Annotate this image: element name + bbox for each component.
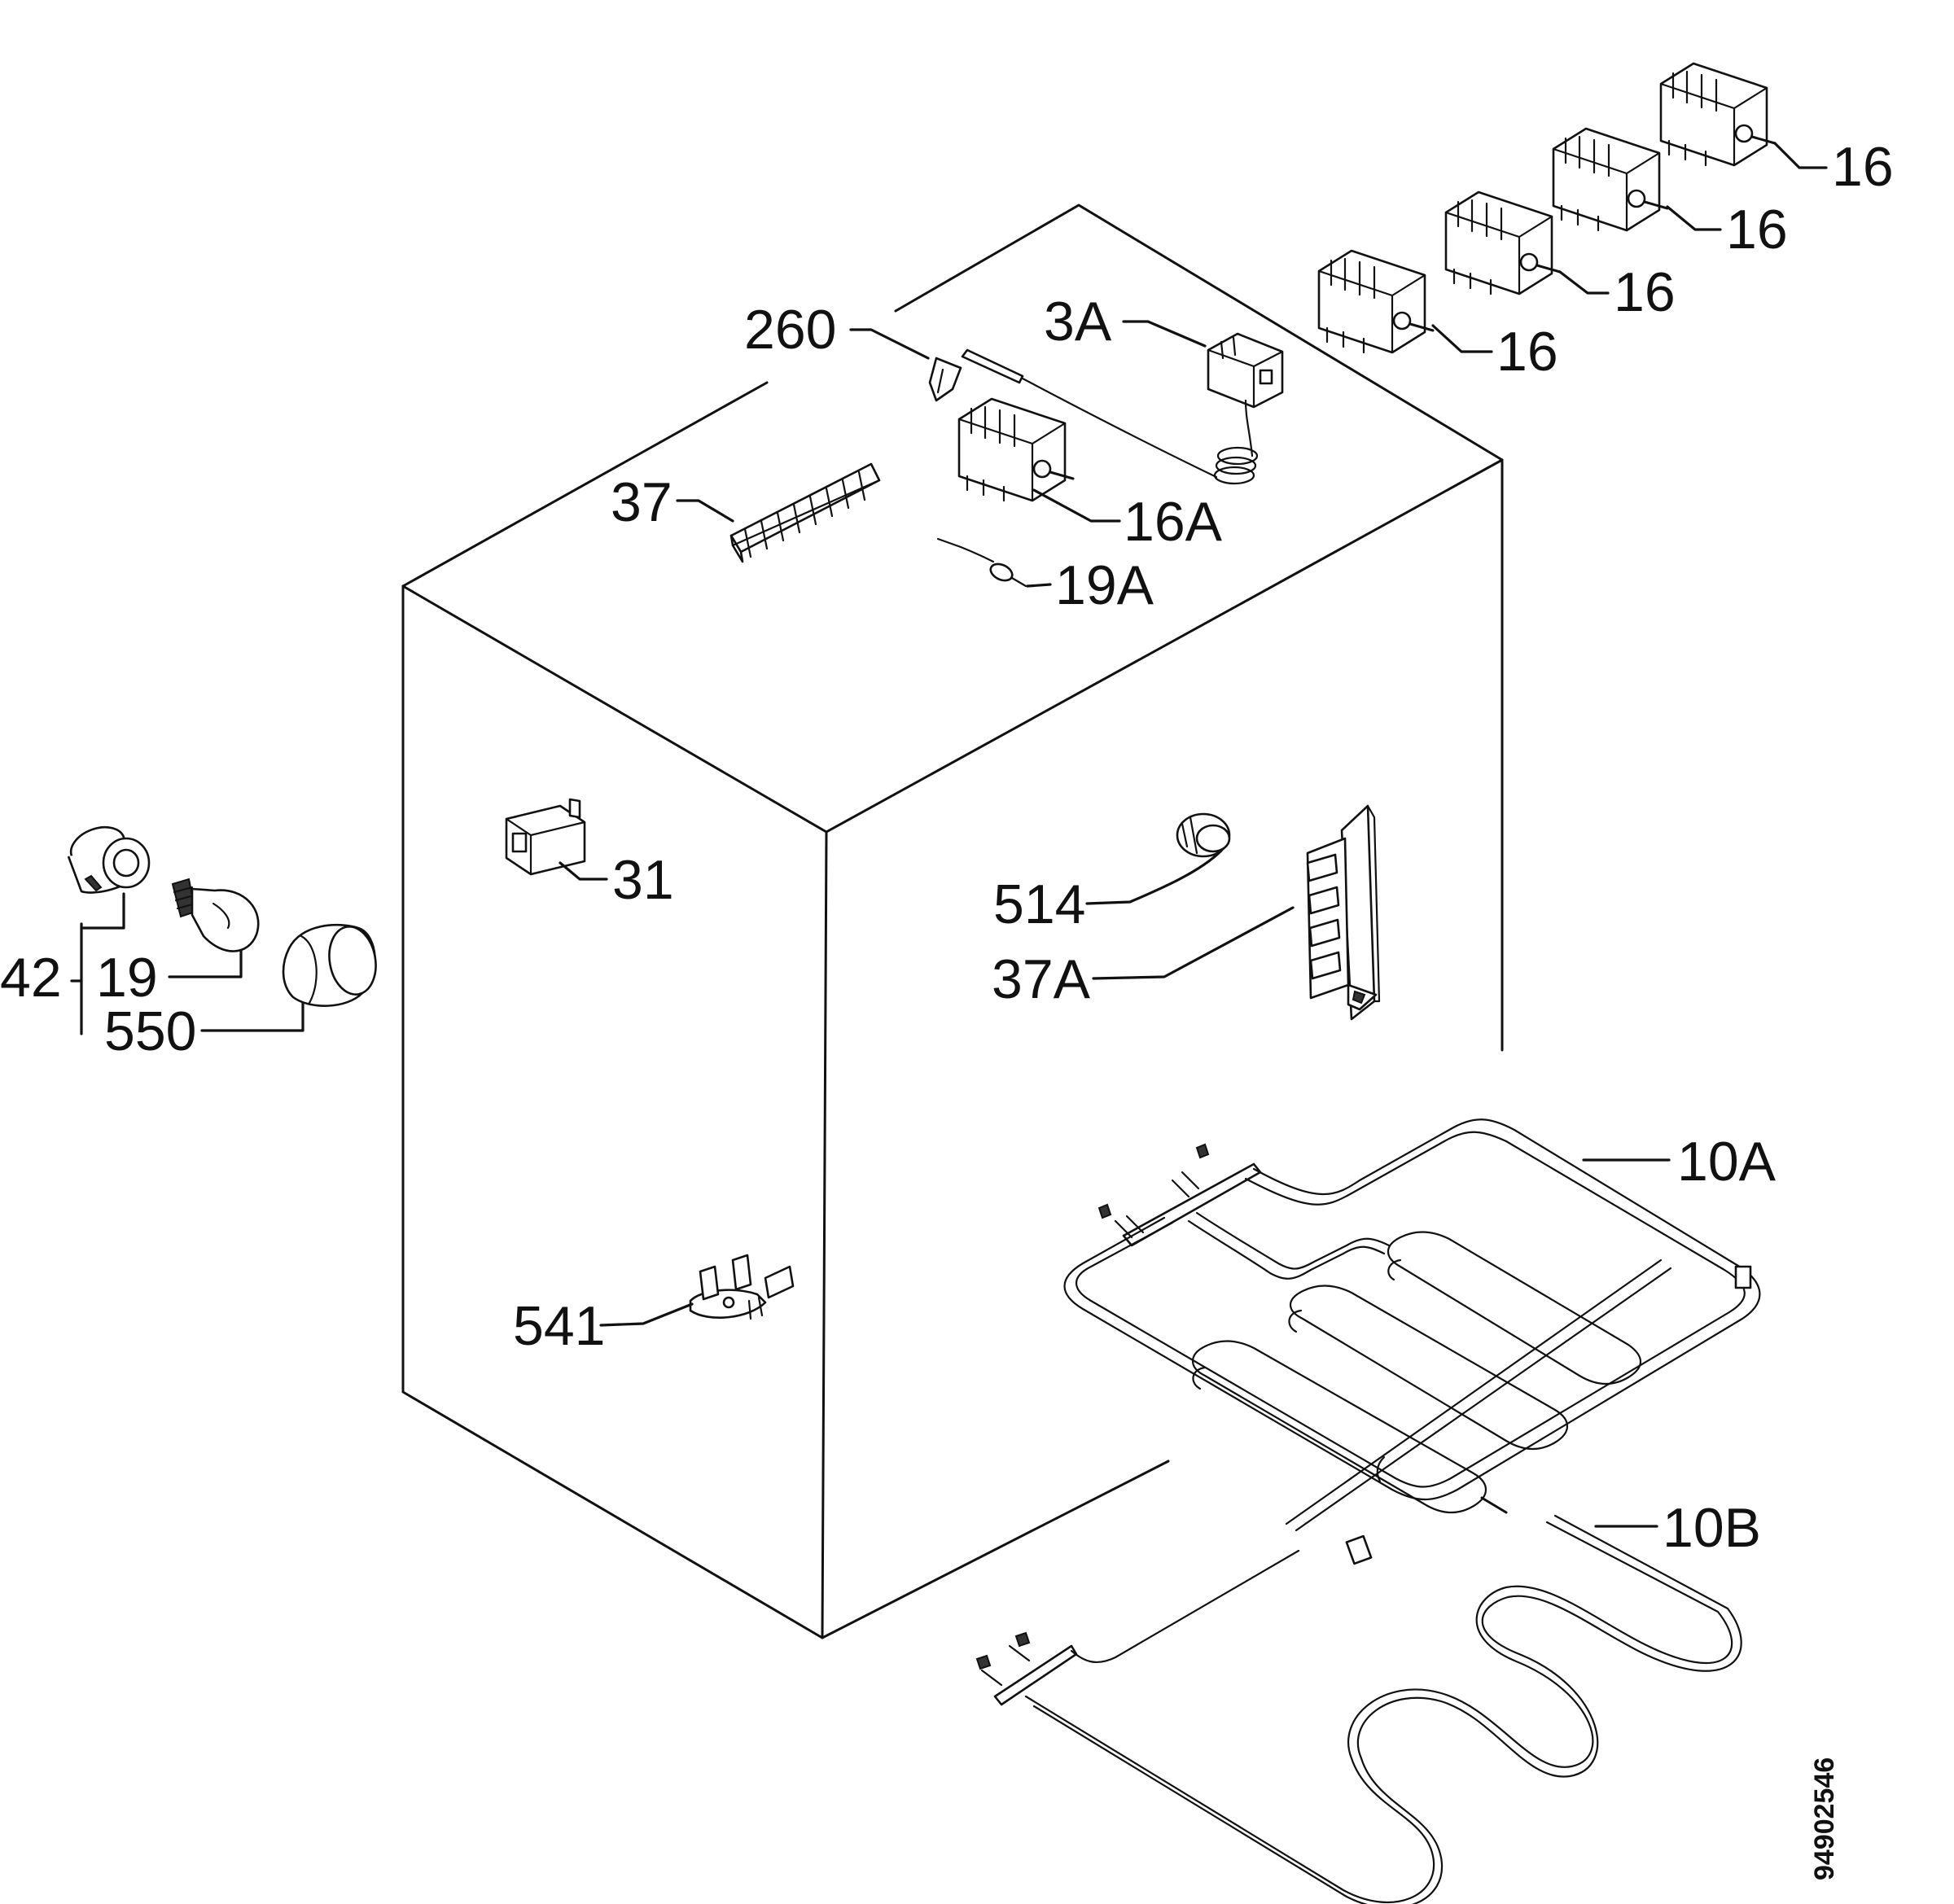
label-16-third: 16 <box>1614 261 1676 323</box>
label-16-fourth: 16 <box>1496 321 1558 383</box>
label-16a: 16A <box>1124 491 1223 553</box>
label-550: 550 <box>104 1000 196 1062</box>
lamp-cover-550 <box>282 923 377 1007</box>
thermal-fuse-19a <box>936 537 1027 588</box>
grommet-514 <box>1176 812 1231 858</box>
oven-cabinet <box>401 204 1504 1639</box>
thermal-probe-260 <box>928 348 1024 402</box>
terminal-block-37a <box>1306 804 1381 1021</box>
selector-switch-16-fourth <box>1317 249 1435 354</box>
label-16-top: 16 <box>1832 136 1894 198</box>
label-37a: 37A <box>992 948 1091 1010</box>
selector-switch-16-top <box>1659 62 1777 167</box>
heating-element-10b <box>975 1514 1742 1904</box>
label-10a: 10A <box>1677 1131 1777 1193</box>
selector-switch-16a <box>957 397 1075 502</box>
label-37: 37 <box>611 471 673 533</box>
label-42: 42 <box>0 947 62 1009</box>
label-19a: 19A <box>1055 554 1154 616</box>
door-switch-31 <box>505 798 586 876</box>
callout-labels: 16 16 16 16 260 3A 37 16A 19A 31 42 19 5… <box>0 136 1894 1880</box>
label-260: 260 <box>744 299 836 361</box>
label-514: 514 <box>993 873 1085 935</box>
selector-switch-16-second <box>1552 127 1669 232</box>
drawing-number: 94902546 <box>1809 1757 1840 1880</box>
terminal-strip-37 <box>729 462 881 563</box>
label-3a: 3A <box>1044 291 1112 352</box>
label-19: 19 <box>96 947 158 1009</box>
label-16-second: 16 <box>1726 199 1788 260</box>
heating-element-10a <box>1063 1118 1761 1565</box>
selector-switch-16-third <box>1444 190 1562 295</box>
lamp-bulb-19 <box>171 878 260 952</box>
mounting-bracket-541 <box>689 1254 795 1320</box>
leader-lines <box>70 142 1828 1528</box>
label-541: 541 <box>513 1295 605 1357</box>
label-31: 31 <box>612 849 674 911</box>
lamp-holder-42 <box>67 825 151 894</box>
label-10b: 10B <box>1663 1497 1761 1559</box>
